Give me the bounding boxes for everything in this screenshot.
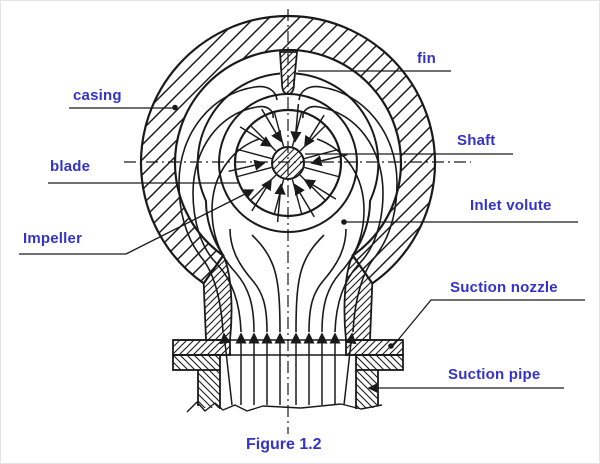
- suction-nozzle-leader: [392, 299, 585, 347]
- label-casing: casing: [73, 87, 122, 104]
- label-blade: blade: [50, 158, 91, 175]
- casing-ring: [139, 14, 437, 285]
- label-shaft: Shaft: [457, 132, 496, 149]
- centerlines: [124, 9, 471, 434]
- inlet-volute-walls: [196, 72, 380, 256]
- suction-flow-arrows: [219, 332, 357, 406]
- label-suction-pipe: Suction pipe: [448, 366, 541, 383]
- radial-inflow-arrows: [228, 103, 348, 223]
- impeller-leader: [19, 189, 255, 255]
- figure-caption: Figure 1.2: [246, 436, 322, 453]
- label-impeller: Impeller: [23, 230, 83, 247]
- label-suction-nozzle: Suction nozzle: [450, 279, 558, 296]
- suction-nozzle-flange: [172, 339, 404, 356]
- suction-pipe-flange: [172, 354, 404, 371]
- flow-streamlines: [178, 85, 398, 333]
- leader-lines: [19, 70, 585, 393]
- label-fin: fin: [417, 50, 436, 67]
- label-inlet-volute: Inlet volute: [470, 197, 552, 214]
